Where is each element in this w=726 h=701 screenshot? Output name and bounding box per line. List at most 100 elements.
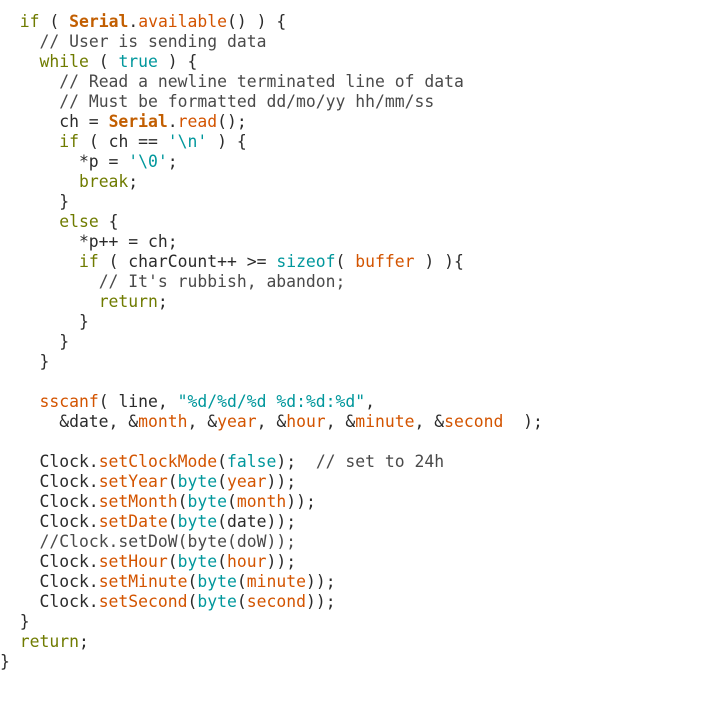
code-token-plain: ) { [157,52,198,71]
code-token-plain: *p++ = ch; [0,232,178,251]
code-editor: if ( Serial.available() ) { // User is s… [0,12,726,672]
code-token-plain: } [0,192,70,211]
code-token-plain: ( [187,592,198,611]
code-token-string: "%d/%d/%d %d:%d:%d" [177,392,366,411]
code-token-plain: { [98,212,119,231]
code-token-plain: . [128,12,139,31]
code-token-plain: ( [177,492,188,511]
code-line: Clock.setYear(byte(year)); [0,472,726,492]
code-token-plain: , [365,392,376,411]
code-token-plain: ) ){ [414,252,464,271]
code-line: if ( charCount++ >= sizeof( buffer ) ){ [0,252,726,272]
code-token-plain: ( [217,472,227,491]
code-token-plain: ( line, [98,392,178,411]
code-line: } [0,612,726,632]
code-token-plain: ( [236,572,247,591]
code-token-plain: ( [335,252,356,271]
code-token-method: hour [227,552,267,571]
code-token-plain [0,32,39,51]
code-token-plain: (date)); [217,512,297,531]
code-token-keyword: while [39,52,89,71]
code-line: // User is sending data [0,32,726,52]
code-line: return; [0,632,726,652]
code-token-plain [0,132,59,151]
code-line: // Must be formatted dd/mo/yy hh/mm/ss [0,92,726,112]
code-token-method: setYear [98,472,168,491]
code-token-type: byte [197,592,237,611]
code-token-method: second [444,412,504,431]
code-token-plain: ( [227,492,237,511]
code-token-plain: *p = [0,152,129,171]
code-token-method: setDate [98,512,168,531]
code-line: Clock.setHour(byte(hour)); [0,552,726,572]
code-token-plain: ( [167,552,178,571]
code-token-plain: )); [266,472,297,491]
code-token-plain [0,52,39,71]
code-token-type: byte [177,512,218,531]
code-token-plain: , & [256,412,287,431]
code-token-plain: )); [266,552,297,571]
code-token-method: minute [246,572,306,591]
code-token-plain: } [0,612,30,631]
code-token-plain: ( [217,452,227,471]
code-token-plain: Clock. [0,472,99,491]
code-token-method: year [227,472,267,491]
code-token-keyword: return [98,292,158,311]
code-token-plain: Clock. [0,452,99,471]
code-line: else { [0,212,726,232]
code-token-type: false [226,452,277,471]
code-token-plain [0,292,99,311]
code-token-plain: ( [217,552,227,571]
code-token-keyword: if [59,132,79,151]
code-line: } [0,312,726,332]
code-line: Clock.setDate(byte(date)); [0,512,726,532]
code-token-method: setClockMode [98,452,218,471]
code-line: } [0,332,726,352]
code-token-keyword: else [59,212,99,231]
code-line: // It's rubbish, abandon; [0,272,726,292]
code-token-keyword: break [78,172,129,191]
code-token-plain: ; [167,152,178,171]
code-token-plain: ( [167,472,178,491]
code-token-type: byte [187,492,227,511]
code-token-method: setMonth [98,492,178,511]
code-token-plain [0,12,20,31]
code-token-type: byte [197,572,237,591]
code-line: } [0,192,726,212]
code-token-plain [0,632,20,651]
code-token-comment: // It's rubbish, abandon; [98,272,346,291]
code-line: if ( ch == '\n' ) { [0,132,726,152]
code-token-keyword: if [78,252,99,271]
code-token-method: sscanf [39,392,99,411]
code-line: sscanf( line, "%d/%d/%d %d:%d:%d", [0,392,726,412]
code-token-plain [0,532,39,551]
code-token-plain: } [0,652,10,671]
code-token-plain: } [0,332,70,351]
code-token-plain: , & [187,412,218,431]
code-token-keyword: return [19,632,79,651]
code-token-plain: ( charCount++ >= [98,252,277,271]
code-token-plain: () ) { [227,12,287,31]
code-token-keyword: if [19,12,40,31]
code-token-plain: ( [39,12,70,31]
code-token-plain: )); [286,492,316,511]
code-token-plain: ); [276,452,316,471]
code-line: *p = '\0'; [0,152,726,172]
code-token-plain: . [167,112,178,131]
code-token-method: available [138,12,228,31]
code-token-comment: // User is sending data [39,32,267,51]
code-token-type: sizeof [276,252,336,271]
code-line: } [0,652,726,672]
code-token-plain: } [0,312,89,331]
code-line: Clock.setMonth(byte(month)); [0,492,726,512]
code-line [0,372,726,392]
code-token-plain: ( [167,512,178,531]
code-token-plain: (); [217,112,247,131]
code-token-plain: Clock. [0,552,99,571]
code-token-method: setSecond [98,592,188,611]
code-line: *p++ = ch; [0,232,726,252]
code-token-string: '\n' [167,132,208,151]
code-token-plain: ( [187,572,198,591]
code-token-string: '\0' [128,152,168,171]
code-line: if ( Serial.available() ) { [0,12,726,32]
